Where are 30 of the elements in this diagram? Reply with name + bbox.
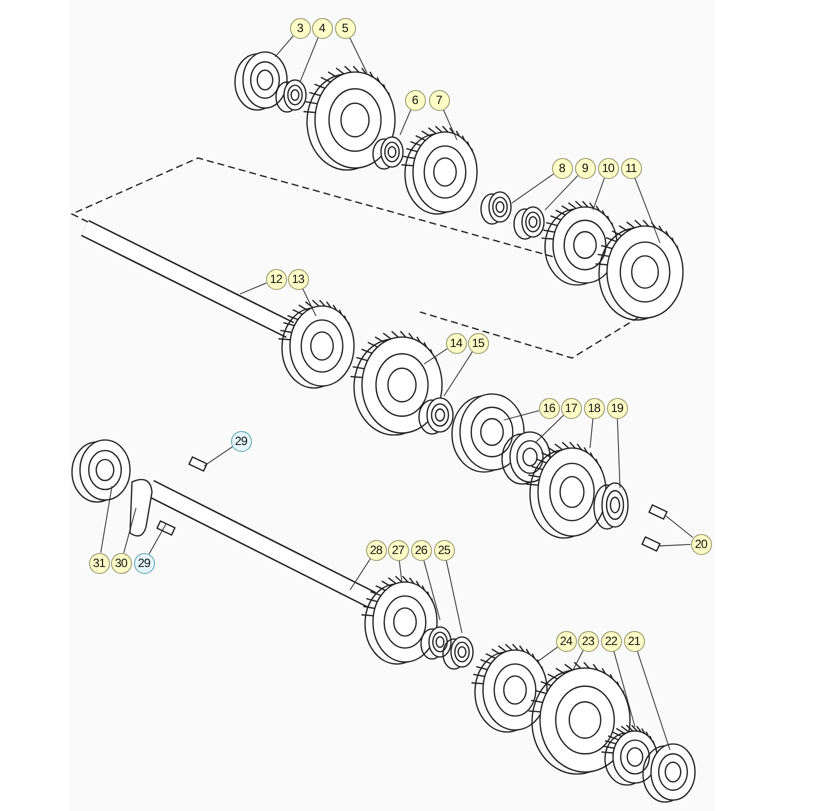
leader-line: [204, 446, 233, 466]
leader-line: [634, 177, 660, 244]
leader-line: [398, 560, 402, 584]
leader-line: [274, 36, 294, 58]
leader-line: [423, 560, 440, 620]
leader-line: [446, 560, 462, 634]
leader-line: [616, 418, 620, 488]
leader-line: [349, 36, 368, 74]
leader-line: [442, 109, 458, 140]
leader-line: [572, 650, 584, 670]
leader-line: [590, 418, 594, 448]
leader-line: [300, 37, 318, 82]
leader-line: [100, 486, 112, 554]
leader-line: [636, 650, 670, 750]
leader-line: [302, 288, 316, 316]
leader-line: [512, 174, 554, 204]
leader-line: [544, 175, 578, 210]
leader-line: [240, 282, 267, 294]
leader-line: [504, 410, 540, 420]
leader-line: [123, 508, 136, 554]
leader-line: [536, 646, 558, 662]
leader-line: [613, 650, 636, 728]
leader-line: [400, 109, 412, 136]
leader-line: [536, 414, 564, 442]
leader-line: [148, 524, 166, 554]
leader-line: [666, 516, 694, 538]
leader-line: [592, 177, 605, 210]
leader-line: [658, 544, 691, 546]
leader-line: [444, 351, 473, 396]
leader-line: [350, 558, 371, 590]
